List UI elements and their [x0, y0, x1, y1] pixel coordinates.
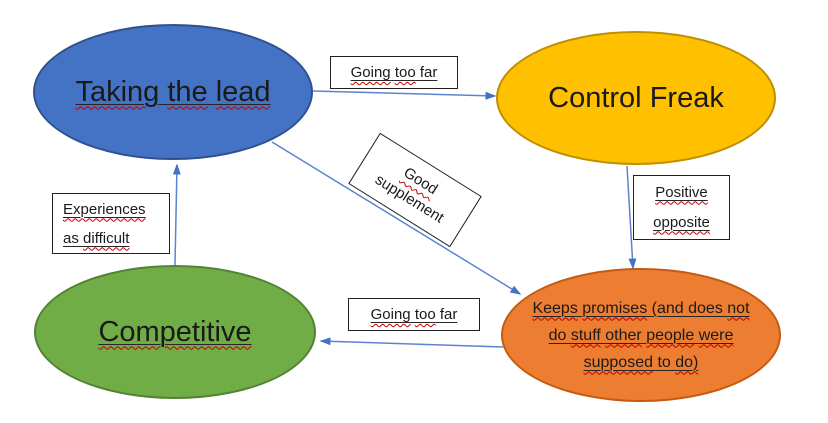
- text-line: opposite: [653, 208, 710, 238]
- misspelled-word: too: [394, 64, 416, 81]
- misspelled-word: not: [727, 299, 750, 317]
- text-line: as difficult: [63, 224, 129, 253]
- misspelled-word: Competitive: [98, 315, 252, 348]
- text-line: Competitive: [98, 316, 251, 349]
- misspelled-word: opposite: [653, 213, 710, 231]
- arrow-lead-to-keepspromises[interactable]: [271, 141, 522, 295]
- word: as: [63, 229, 79, 247]
- misspelled-word: people: [646, 326, 695, 344]
- misspelled-word: do): [675, 353, 699, 371]
- arrow-controlfreak-to-keepspromises[interactable]: [626, 165, 637, 270]
- word: far: [419, 64, 438, 81]
- text-line: Taking the lead: [75, 76, 270, 109]
- misspelled-word: supposed: [583, 353, 653, 371]
- text-line: Control Freak: [548, 82, 724, 115]
- text-line: Positive: [655, 178, 708, 208]
- word: does: [688, 299, 723, 317]
- misspelled-word: Going: [370, 306, 411, 323]
- arrow-lead-to-controlfreak[interactable]: [312, 90, 497, 100]
- arrow-competitive-to-lead[interactable]: [172, 163, 181, 266]
- edge-label-going-too-far-top[interactable]: Going too far: [330, 56, 458, 89]
- node-competitive[interactable]: Competitive: [34, 265, 316, 399]
- word: do: [548, 326, 567, 344]
- edge-label-positive-opposite[interactable]: Positive opposite: [633, 175, 730, 240]
- misspelled-word: Taking: [75, 75, 160, 108]
- misspelled-word: promises: [582, 299, 648, 317]
- misspelled-word: stuff: [570, 326, 601, 344]
- arrow-keepspromises-to-competitive[interactable]: [319, 337, 504, 348]
- misspelled-word: were: [698, 326, 734, 344]
- edge-label-experiences-as-difficult[interactable]: Experiences as difficult: [52, 193, 170, 254]
- misspelled-word: Experiences: [63, 200, 146, 218]
- misspelled-word: Going: [350, 64, 391, 81]
- misspelled-word: Positive: [655, 183, 708, 201]
- misspelled-word: Keeps: [532, 299, 578, 317]
- text-line: Going too far: [371, 306, 458, 323]
- node-control-freak[interactable]: Control Freak: [496, 31, 776, 165]
- text-line: do stuff other people were: [549, 322, 734, 349]
- misspelled-word: lead: [215, 75, 271, 108]
- edge-label-going-too-far-bottom[interactable]: Going too far: [348, 298, 480, 331]
- node-taking-the-lead[interactable]: Taking the lead: [33, 24, 313, 160]
- misspelled-word: too: [414, 306, 436, 323]
- word: to: [657, 353, 671, 371]
- misspelled-word: difficult: [83, 229, 130, 247]
- text-line: Keeps promises (and does not: [532, 295, 749, 322]
- text-line: Experiences: [63, 195, 146, 224]
- word: Freak: [649, 81, 724, 114]
- misspelled-word: other: [605, 326, 642, 344]
- word: (and: [651, 299, 684, 317]
- misspelled-word: the: [167, 75, 208, 108]
- word: far: [439, 306, 458, 323]
- text-line: Going too far: [351, 64, 438, 81]
- text-line: supposed to do): [584, 349, 699, 376]
- word: Control: [548, 81, 642, 114]
